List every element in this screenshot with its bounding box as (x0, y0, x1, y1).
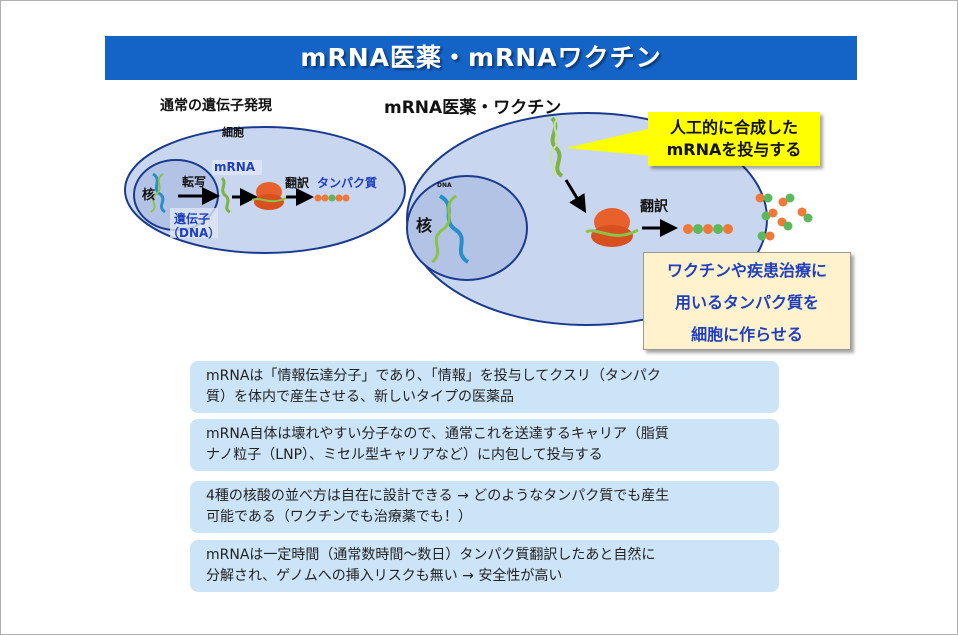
transcription-label: 転写 (182, 175, 207, 189)
protein-purpose-line1: ワクチンや疾患治療に (666, 261, 827, 280)
gene-label: 遺伝子 (174, 212, 211, 226)
dna-helix-icon (150, 172, 166, 214)
dna-label: （DNA） (167, 226, 221, 240)
dna-small-label: DNA (437, 182, 452, 189)
bullet-text-line: mRNAは一定時間（通常数時間～数日）タンパク質翻訳したあと自然に (206, 547, 656, 563)
synthetic-mrna-icon (549, 116, 564, 178)
protein-chain-large-icon (683, 224, 733, 234)
synthetic-mrna-callout-line2: mRNAを投与する (666, 140, 802, 159)
synthetic-mrna-callout: 人工的に合成した mRNAを投与する (648, 112, 820, 166)
slide-title: mRNA医薬・mRNAワクチン (105, 36, 857, 80)
protein-purpose-callout: ワクチンや疾患治療に 用いるタンパク質を 細胞に作らせる (643, 252, 851, 350)
translation-label-right: 翻訳 (640, 199, 668, 215)
bullet-box: mRNAは一定時間（通常数時間～数日）タンパク質翻訳したあと自然に 分解され、ゲ… (190, 540, 779, 592)
bullet-text-line: 質）を体内で産生させる、新しいタイプの医薬品 (206, 389, 514, 405)
dna-helix-large-icon (430, 194, 470, 264)
normal-expression-heading: 通常の遺伝子発現 (160, 98, 272, 114)
bullet-text-line: 分解され、ゲノムへの挿入リスクも無い → 安全性が高い (206, 568, 563, 584)
protein-purpose-line3: 細胞に作らせる (691, 325, 803, 344)
gene-label-box (170, 208, 218, 238)
nucleus-label-left: 核 (142, 188, 156, 203)
ribosome-icon (251, 182, 287, 210)
mrna-strand-icon (220, 176, 231, 214)
ribosome-large-icon (585, 208, 639, 247)
bullet-text-line: 可能である（ワクチンでも治療薬でも！） (206, 509, 472, 525)
bullet-box: mRNA自体は壊れやすい分子なので、通常これを送達するキャリア（脂質 ナノ粒子（… (190, 419, 779, 471)
translation-label-left: 翻訳 (285, 176, 310, 190)
bullet-box: mRNAは「情報伝達分子」であり、「情報」を投与してクスリ（タンパク 質）を体内… (190, 361, 779, 413)
protein-purpose-line2: 用いるタンパク質を (674, 293, 819, 312)
callout-pointer (566, 128, 652, 156)
mrna-label-box (212, 160, 262, 175)
bullet-text-line: mRNAは「情報伝達分子」であり、「情報」を投与してクスリ（タンパク (206, 368, 661, 384)
bullet-box: 4種の核酸の並べ方は自在に設計できる → どのようなタンパク質でも産生 可能であ… (190, 481, 779, 533)
bullet-text-line: 4種の核酸の並べ方は自在に設計できる → どのようなタンパク質でも産生 (206, 488, 670, 504)
secreted-proteins-icon (755, 193, 813, 241)
synthetic-mrna-callout-line1: 人工的に合成した (669, 118, 798, 137)
bullet-text-line: ナノ粒子（LNP）、ミセル型キャリアなど）に内包して投与する (206, 447, 603, 463)
mrna-to-ribosome-arrow (564, 179, 587, 214)
protein-label: タンパク質 (317, 176, 378, 190)
mrna-label: mRNA (214, 160, 256, 174)
cell-label: 細胞 (222, 126, 244, 139)
bullet-text-line: mRNA自体は壊れやすい分子なので、通常これを送達するキャリア（脂質 (206, 426, 669, 442)
protein-chain-icon (314, 194, 350, 202)
nucleus-label-right: 核 (416, 216, 433, 235)
mrna-drug-heading: mRNA医薬・ワクチン (384, 98, 562, 118)
